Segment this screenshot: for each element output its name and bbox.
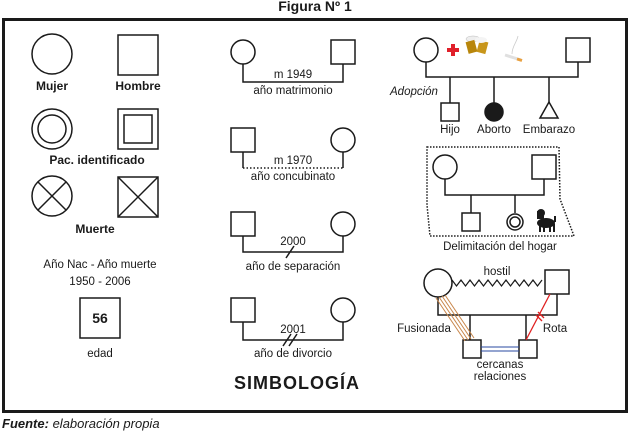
- female-symbol: [31, 33, 73, 75]
- close-label-line1: cercanas: [477, 359, 524, 371]
- birth-death-label: Año Nac - Año muerte: [43, 259, 156, 271]
- close-label-line2: relaciones: [474, 371, 527, 383]
- marriage-symbol: [230, 39, 356, 83]
- divorce-label: año de divorcio: [254, 348, 332, 360]
- hostile-label: hostil: [484, 266, 511, 278]
- adoption-label: Adopción: [389, 86, 438, 98]
- offspring-symbol: [413, 37, 591, 122]
- fused-lines: [435, 294, 475, 342]
- male-label: Hombre: [115, 79, 161, 93]
- age-label: edad: [87, 348, 113, 360]
- broken-line: [525, 293, 551, 341]
- deceased-female-symbol: [31, 175, 73, 217]
- diagram-frame: [2, 18, 628, 413]
- divorce-symbol: [230, 297, 356, 347]
- source-note: Fuente: elaboración propia: [2, 416, 160, 431]
- broken-label: Rota: [543, 323, 568, 335]
- main-title: SIMBOLOGÍA: [234, 372, 360, 393]
- cohabitation-label: año concubinato: [251, 171, 335, 183]
- figure-title: Figura Nº 1: [278, 0, 352, 14]
- female-label: Mujer: [36, 79, 68, 93]
- hostile-line: [451, 279, 543, 287]
- household-label: Delimitación del hogar: [443, 241, 557, 253]
- separation-label: año de separación: [246, 261, 341, 273]
- close-lines: [481, 346, 519, 352]
- birth-death-years: 1950 - 2006: [69, 276, 130, 288]
- child-label: Hijo: [440, 124, 460, 136]
- cohabitation-year: m 1970: [274, 155, 312, 167]
- age-box: [79, 297, 121, 339]
- cigarette-icon: [504, 35, 523, 62]
- deceased-male-symbol: [117, 176, 159, 218]
- pregnancy-label: Embarazo: [523, 124, 575, 136]
- death-label: Muerte: [75, 222, 115, 236]
- source-text: elaboración propia: [52, 416, 160, 431]
- emotional-relations-symbol: [423, 268, 570, 359]
- identified-male-symbol: [117, 108, 159, 150]
- male-symbol: [117, 34, 159, 76]
- beer-mugs-icon: [465, 35, 489, 55]
- fused-label: Fusionada: [397, 323, 451, 335]
- dog-icon: [537, 209, 556, 232]
- separation-year: 2000: [280, 236, 306, 248]
- household-symbol: [426, 146, 576, 237]
- divorce-year: 2001: [280, 324, 306, 336]
- medical-cross-icon: [447, 44, 459, 56]
- separation-symbol: [230, 211, 356, 259]
- marriage-label: año matrimonio: [253, 85, 332, 97]
- identified-patient-label: Pac. identificado: [49, 153, 144, 167]
- abortion-label: Aborto: [477, 124, 511, 136]
- age-value: 56: [92, 310, 108, 326]
- source-label: Fuente:: [2, 416, 49, 431]
- identified-female-symbol: [31, 108, 73, 150]
- marriage-year: m 1949: [274, 69, 312, 81]
- cohabitation-symbol: [230, 127, 356, 169]
